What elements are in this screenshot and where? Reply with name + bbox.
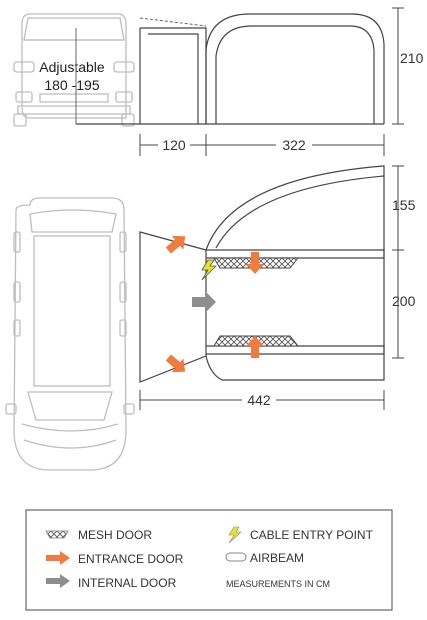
- tent-floor-plan: [139, 165, 385, 383]
- entrance-door-arrow-top: [165, 235, 186, 254]
- top-view: 155 200 442: [5, 165, 416, 471]
- legend-airbeam: AIRBEAM: [250, 551, 304, 565]
- adjustable-range-label: 180 -195: [44, 77, 99, 93]
- awning-length-label: 120: [162, 137, 186, 153]
- cable-entry-bolt-icon: [201, 259, 217, 281]
- legend: MESH DOOR ENTRANCE DOOR INTERNAL DOOR CA…: [25, 509, 393, 611]
- total-length-label: 442: [247, 392, 271, 408]
- legend-cable-entry: CABLE ENTRY POINT: [250, 528, 374, 542]
- depth-dimension: [392, 165, 404, 359]
- legend-mesh-door: MESH DOOR: [78, 528, 152, 542]
- front-depth-label: 155: [392, 197, 416, 213]
- height-dimension: [392, 7, 404, 125]
- height-label: 210: [400, 50, 424, 66]
- tent-side-view: [76, 13, 385, 125]
- tent-length-label: 322: [282, 137, 306, 153]
- total-length-dimension: [139, 390, 385, 410]
- van-rear-view: [13, 13, 135, 127]
- grey-arrow-icon: [46, 574, 70, 588]
- legend-entrance-door: ENTRANCE DOOR: [78, 552, 184, 566]
- inner-depth-label: 200: [392, 293, 416, 309]
- airbeam-icon: [225, 552, 247, 562]
- internal-door-arrow: [192, 292, 216, 312]
- adjustable-label: Adjustable: [39, 59, 105, 75]
- legend-internal-door: INTERNAL DOOR: [78, 576, 177, 590]
- legend-measurements: MEASUREMENTS IN CM: [226, 579, 330, 589]
- entrance-door-arrow-inner-bottom: [246, 336, 264, 358]
- entrance-door-arrow-inner-top: [246, 252, 264, 274]
- mesh-door-icon: [45, 530, 69, 539]
- roof-connection-dashed-line: [139, 17, 207, 27]
- orange-arrow-icon: [46, 551, 70, 565]
- lightning-bolt-icon: [228, 526, 242, 544]
- side-view: Adjustable 180 -195 210: [13, 7, 424, 156]
- entrance-door-arrow-bottom: [165, 354, 186, 373]
- side-length-dimension: [139, 134, 385, 156]
- van-top-view: [5, 197, 135, 471]
- legend-box: [25, 509, 393, 611]
